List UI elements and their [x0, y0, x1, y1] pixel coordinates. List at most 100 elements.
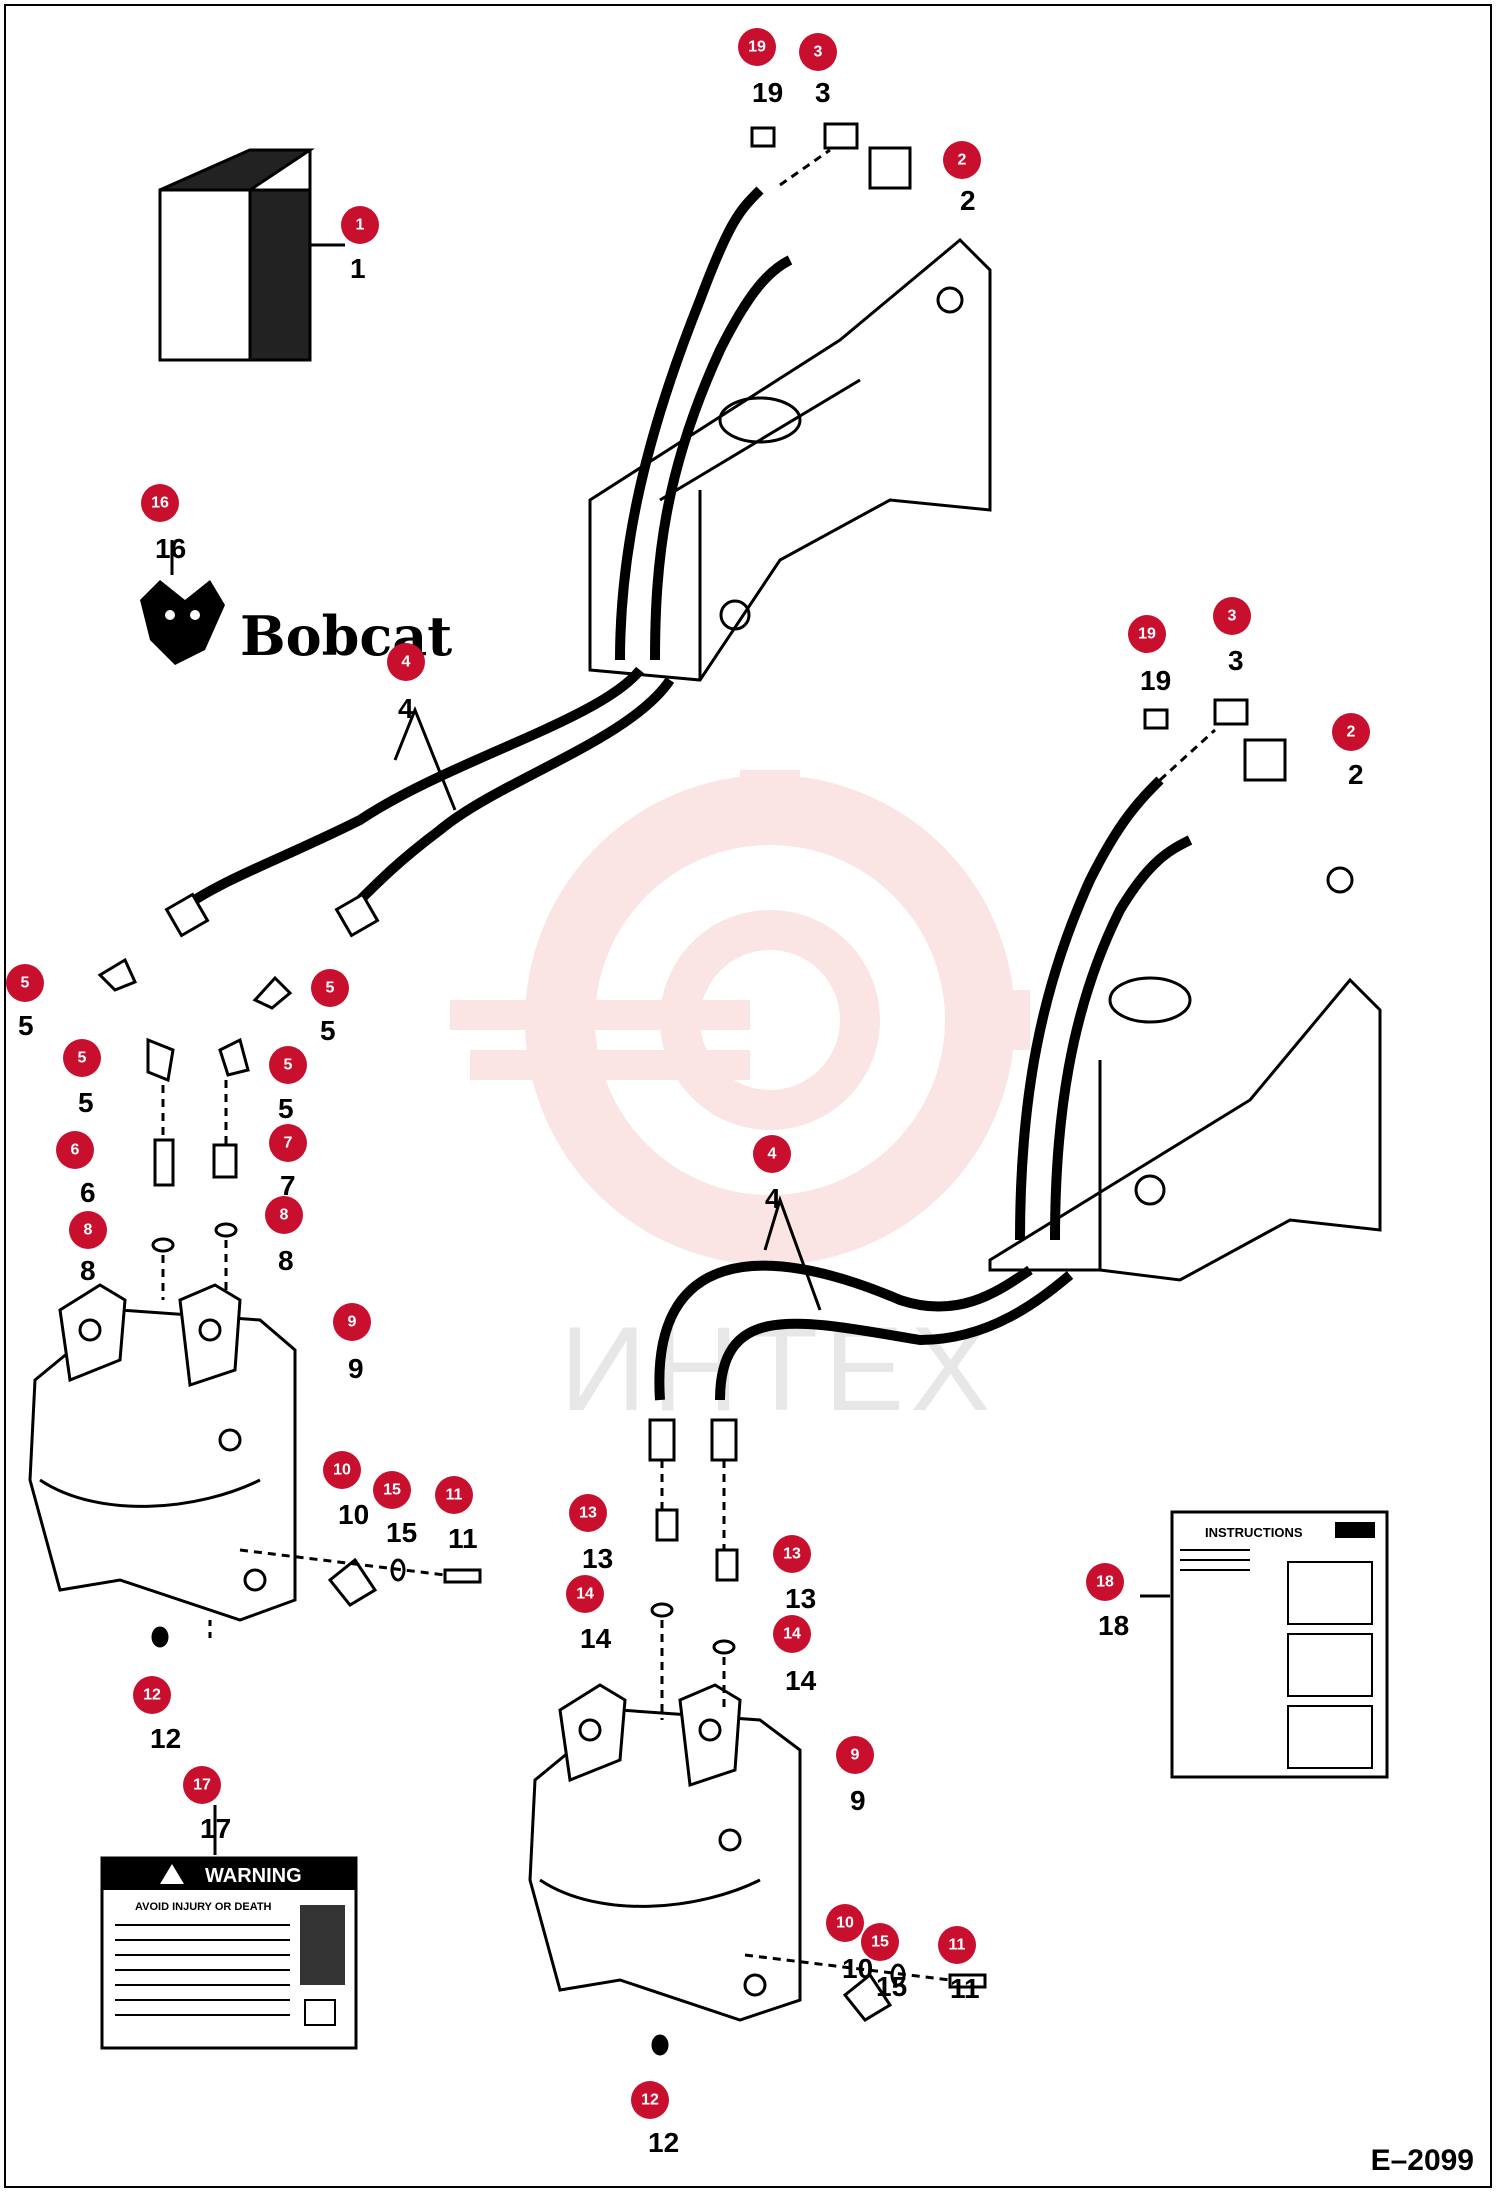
- callout-badge-number: 2: [958, 152, 967, 169]
- callout-badge: [566, 1575, 604, 1613]
- callout-badge-number: 15: [871, 1934, 889, 1951]
- callout-c5b: 55: [311, 969, 349, 1046]
- item-number-label: 7: [280, 1170, 296, 1201]
- item-number-label: 6: [80, 1177, 96, 1208]
- item-number-label: 19: [752, 77, 783, 108]
- callout-badge-number: 12: [641, 2092, 659, 2109]
- callout-badge: [773, 1615, 811, 1653]
- callout-badge: [387, 643, 425, 681]
- callout-badge: [943, 141, 981, 179]
- hose-pair-lower: [654, 1260, 1074, 1401]
- callout-badge-number: 4: [768, 1146, 777, 1163]
- callout-badge: [569, 1494, 607, 1532]
- callout-c2a: 22: [943, 141, 981, 216]
- item-number-label: 4: [398, 693, 414, 724]
- callout-badge-number: 13: [783, 1546, 801, 1563]
- item-number-label: 4: [765, 1183, 781, 1214]
- callout-badge-number: 13: [579, 1505, 597, 1522]
- callout-badge: [333, 1303, 371, 1341]
- item-number-label: 19: [1140, 665, 1171, 696]
- callout-badge: [836, 1736, 874, 1774]
- callout-c6: 66: [56, 1131, 96, 1208]
- callout-badge: [938, 1926, 976, 1964]
- callout-c12b: 12 12: [631, 2081, 679, 2158]
- callout-c4b: 44: [753, 1135, 791, 1214]
- callout-badge-number: 19: [748, 39, 766, 56]
- item-number-label: 10: [338, 1499, 369, 1530]
- mount-bracket-upper: [28, 1283, 297, 1622]
- hose-fittings-lower: [648, 1418, 738, 1462]
- item-number-label: 3: [815, 77, 831, 108]
- item-number-label: 9: [348, 1353, 364, 1384]
- callout-badge-number: 12: [143, 1687, 161, 1704]
- hose-fittings-upper: [164, 892, 380, 938]
- callout-c5a: 55: [6, 964, 44, 1041]
- callout-badge: [1332, 713, 1370, 751]
- callout-badge: [183, 1766, 221, 1804]
- callout-badge: [373, 1471, 411, 1509]
- item-number-label: 12: [648, 2127, 679, 2158]
- callout-badge-number: 14: [576, 1586, 594, 1603]
- callout-badge-number: 17: [193, 1777, 211, 1794]
- callout-badge: [738, 28, 776, 66]
- item-number-label: 5: [78, 1087, 94, 1118]
- callout-badge-number: 9: [851, 1747, 860, 1764]
- callout-badge: [63, 1039, 101, 1077]
- callout-badge-number: 2: [1347, 724, 1356, 741]
- item-number-label: 12: [150, 1723, 181, 1754]
- callout-badge-number: 14: [783, 1626, 801, 1643]
- callout-badge: [753, 1135, 791, 1173]
- callout-badge: [773, 1535, 811, 1573]
- callout-badge-number: 5: [78, 1050, 87, 1067]
- lower-fitting-stack: [650, 1460, 739, 1720]
- callout-c3b: 33: [1213, 597, 1251, 676]
- callout-badge-number: 18: [1096, 1574, 1114, 1591]
- callout-badge: [269, 1124, 307, 1162]
- callout-badge: [311, 969, 349, 1007]
- callout-badge-number: 3: [1228, 608, 1237, 625]
- callout-badge: [1213, 597, 1251, 635]
- item-number-label: 15: [386, 1517, 417, 1548]
- callout-badge-number: 1: [356, 217, 365, 234]
- callout-c7: 77: [269, 1124, 307, 1201]
- right-fittings: [1143, 698, 1287, 782]
- callout-c13a: 13 13: [569, 1494, 613, 1574]
- latch-hardware-upper: [151, 1548, 482, 1648]
- callout-badge: [861, 1923, 899, 1961]
- callout-badge-number: 7: [284, 1135, 293, 1152]
- callout-badge: [1128, 615, 1166, 653]
- item-number-label: 18: [1098, 1610, 1129, 1641]
- callout-badge-number: 9: [348, 1314, 357, 1331]
- watermark-gear: [450, 770, 1030, 1270]
- callout-c1: 11: [341, 206, 379, 284]
- callout-badge: [1086, 1563, 1124, 1601]
- callout-c4a: 44: [387, 643, 425, 724]
- callout-badge-number: 15: [383, 1482, 401, 1499]
- latch-hardware-lower: [651, 1953, 987, 2056]
- item-number-label: 14: [785, 1665, 817, 1696]
- item-number-label: 11: [950, 1973, 980, 2004]
- left-fitting-stack: [97, 957, 293, 1300]
- item-number-label: 8: [80, 1255, 96, 1286]
- callout-badge: [435, 1476, 473, 1514]
- item-number-label: 13: [582, 1543, 613, 1574]
- item-number-label: 16: [155, 533, 186, 564]
- warning-subheader: AVOID INJURY OR DEATH: [135, 1901, 272, 1913]
- callout-c3a: 33: [799, 33, 837, 108]
- hose-pair-upper: [177, 666, 675, 915]
- callout-c5c: 55: [63, 1039, 101, 1118]
- callout-c9b: 99: [836, 1736, 874, 1816]
- callout-badge-number: 3: [814, 44, 823, 61]
- item-number-label: 1: [350, 253, 366, 284]
- callout-c8a: 88: [69, 1211, 107, 1286]
- callouts: 1122331919161644555555556677888899101015…: [6, 28, 1370, 2158]
- item-number-label: 5: [278, 1093, 294, 1124]
